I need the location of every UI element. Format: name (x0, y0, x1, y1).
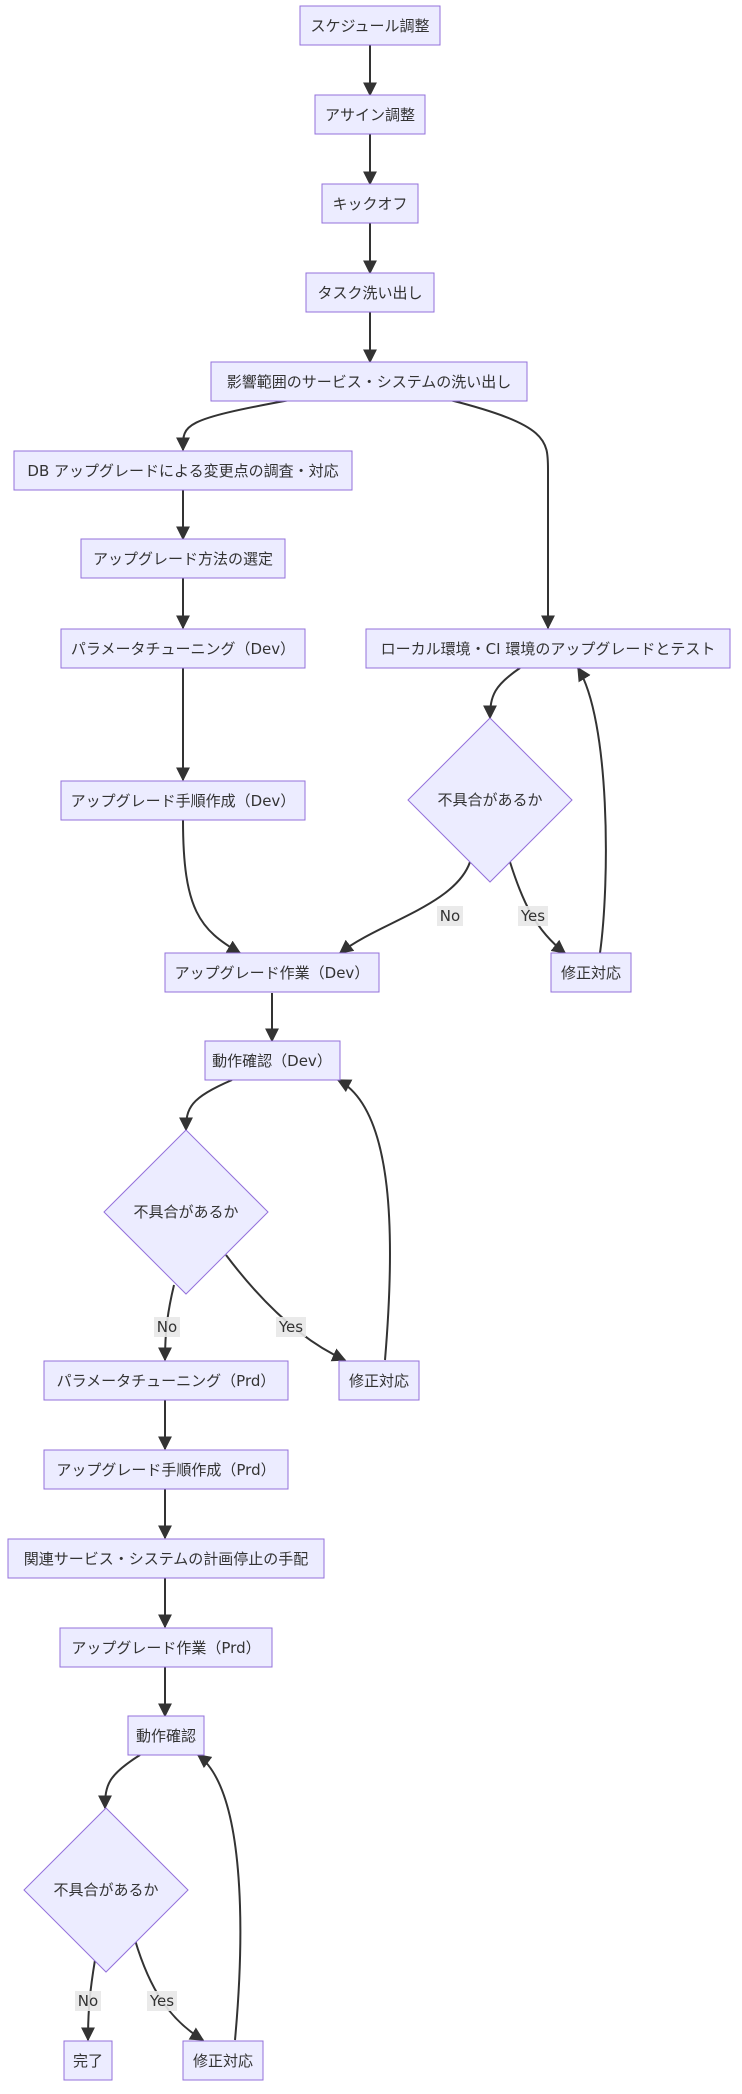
svg-text:スケジュール調整: スケジュール調整 (311, 17, 430, 35)
edge-label-d2-yes: Yes (276, 1317, 306, 1337)
node-param-prd: パラメータチューニング（Prd） (43, 1360, 289, 1401)
node-decision-3: 不具合があるか (23, 1807, 189, 1973)
svg-text:完了: 完了 (73, 2052, 103, 2070)
svg-text:パラメータチューニング（Prd）: パラメータチューニング（Prd） (57, 1372, 276, 1390)
node-decision-1: 不具合があるか (407, 717, 573, 883)
node-tasks: タスク洗い出し (305, 272, 435, 313)
edge-decision1-workdev (338, 861, 471, 954)
svg-text:No: No (78, 1992, 98, 2010)
edge-check-decision3 (98, 1754, 141, 1810)
edge-label-d3-yes: Yes (147, 1991, 177, 2011)
svg-text:No: No (157, 1318, 177, 1336)
svg-text:アップグレード作業（Prd）: アップグレード作業（Prd） (71, 1639, 260, 1657)
nodes: スケジュール調整 アサイン調整 キックオフ タスク洗い出し 影響範囲のサービス・… (7, 5, 731, 2081)
edge-fix1-localci (577, 666, 607, 954)
node-method: アップグレード方法の選定 (80, 538, 286, 579)
node-proc-prd: アップグレード手順作成（Prd） (43, 1449, 289, 1490)
edge-decision2-fix2 (225, 1254, 347, 1362)
svg-text:修正対応: 修正対応 (561, 964, 621, 982)
edge-labels: No Yes No Yes No Yes (75, 906, 548, 2011)
node-work-prd: アップグレード作業（Prd） (59, 1627, 273, 1668)
svg-text:Yes: Yes (278, 1318, 303, 1336)
svg-text:アップグレード方法の選定: アップグレード方法の選定 (93, 550, 273, 568)
node-param-dev: パラメータチューニング（Dev） (60, 628, 306, 669)
node-assign: アサイン調整 (314, 94, 426, 135)
svg-text:影響範囲のサービス・システムの洗い出し: 影響範囲のサービス・システムの洗い出し (227, 373, 512, 391)
node-work-dev: アップグレード作業（Dev） (164, 952, 380, 993)
svg-text:No: No (440, 907, 460, 925)
node-done: 完了 (63, 2040, 113, 2081)
svg-text:タスク洗い出し: タスク洗い出し (317, 284, 422, 302)
svg-text:アサイン調整: アサイン調整 (325, 106, 415, 124)
node-fix-3: 修正対応 (182, 2040, 264, 2081)
node-decision-2: 不具合があるか (103, 1129, 269, 1295)
svg-text:不具合があるか: 不具合があるか (133, 1203, 238, 1221)
edge-label-d2-no: No (154, 1317, 180, 1337)
svg-text:動作確認（Dev）: 動作確認（Dev） (212, 1052, 332, 1070)
node-fix-2: 修正対応 (338, 1360, 420, 1401)
edge-label-d1-yes: Yes (518, 906, 548, 926)
svg-text:キックオフ: キックオフ (332, 195, 407, 213)
edge-impact-localci (449, 399, 555, 630)
svg-text:不具合があるか: 不具合があるか (53, 1881, 158, 1899)
svg-text:Yes: Yes (520, 907, 545, 925)
edge-fix2-checkdev (336, 1079, 392, 1361)
edge-decision3-fix3 (134, 1939, 205, 2041)
svg-text:アップグレード手順作成（Prd）: アップグレード手順作成（Prd） (56, 1461, 275, 1479)
node-local-ci: ローカル環境・CI 環境のアップグレードとテスト (365, 628, 731, 669)
node-impact: 影響範囲のサービス・システムの洗い出し (210, 361, 528, 402)
edge-localci-decision1 (483, 667, 521, 720)
node-fix-1: 修正対応 (550, 952, 632, 993)
svg-text:アップグレード手順作成（Dev）: アップグレード手順作成（Dev） (71, 792, 296, 810)
node-check-dev: 動作確認（Dev） (204, 1040, 341, 1081)
edge-checkdev-decision2 (179, 1079, 233, 1132)
node-schedule: スケジュール調整 (299, 5, 441, 46)
svg-text:修正対応: 修正対応 (349, 1372, 409, 1390)
svg-text:アップグレード作業（Dev）: アップグレード作業（Dev） (175, 964, 370, 982)
svg-text:ローカル環境・CI 環境のアップグレードとテスト: ローカル環境・CI 環境のアップグレードとテスト (381, 640, 716, 658)
svg-text:不具合があるか: 不具合があるか (437, 791, 542, 809)
svg-text:DB アップグレードによる変更点の調査・対応: DB アップグレードによる変更点の調査・対応 (27, 462, 338, 480)
svg-text:動作確認: 動作確認 (136, 1727, 196, 1745)
node-db-changes: DB アップグレードによる変更点の調査・対応 (13, 450, 353, 491)
edge-fix3-check (196, 1754, 242, 2041)
edge-impact-db (175, 399, 291, 452)
node-plan-stop: 関連サービス・システムの計画停止の手配 (7, 1538, 325, 1579)
svg-text:Yes: Yes (149, 1992, 174, 2010)
node-proc-dev: アップグレード手順作成（Dev） (60, 780, 306, 821)
node-kickoff: キックオフ (321, 183, 419, 224)
svg-text:パラメータチューニング（Dev）: パラメータチューニング（Dev） (71, 640, 295, 658)
edge-label-d3-no: No (75, 1991, 101, 2011)
node-check: 動作確認 (127, 1715, 205, 1756)
edge-procdev-workdev (182, 819, 242, 954)
svg-text:関連サービス・システムの計画停止の手配: 関連サービス・システムの計画停止の手配 (24, 1550, 309, 1568)
edge-label-d1-no: No (437, 906, 463, 926)
svg-text:修正対応: 修正対応 (193, 2052, 253, 2070)
